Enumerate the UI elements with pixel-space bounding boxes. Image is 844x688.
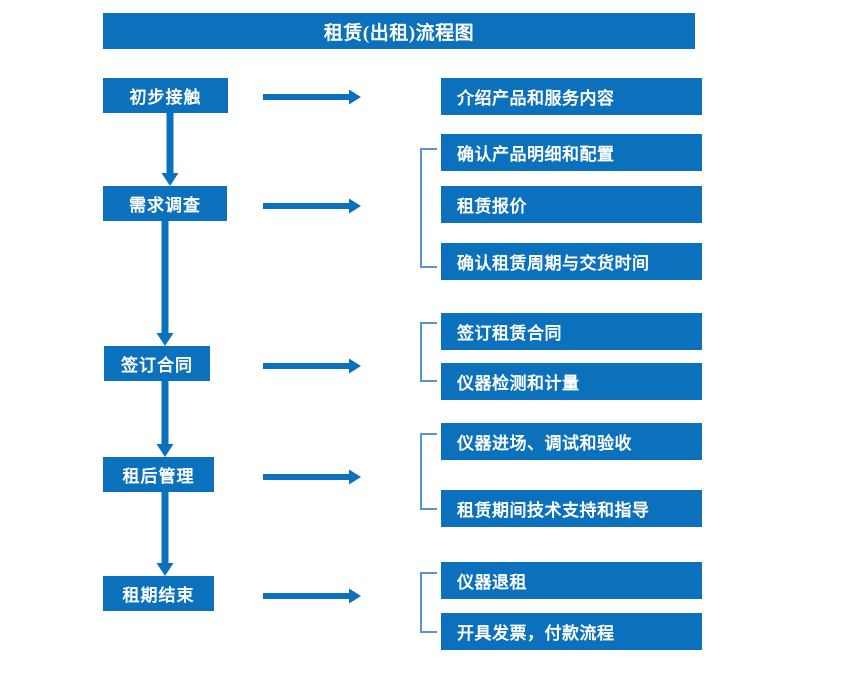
down-arrow-icon-2 (155, 221, 175, 346)
right-arrow-icon-2 (263, 197, 361, 215)
group-bracket-4 (420, 572, 438, 633)
stage-box-1[interactable]: 初步接触 (103, 78, 228, 113)
down-arrow-icon-3 (155, 381, 175, 457)
right-arrow-icon-1 (263, 88, 361, 106)
detail-box-6[interactable]: 仪器检测和计量 (441, 363, 702, 400)
right-arrow-icon-3 (263, 357, 361, 375)
group-bracket-2 (420, 322, 438, 382)
detail-box-2[interactable]: 确认产品明细和配置 (441, 134, 702, 171)
right-arrow-icon-5 (263, 587, 361, 605)
stage-box-2[interactable]: 需求调查 (103, 186, 227, 221)
detail-box-7[interactable]: 仪器进场、调试和验收 (441, 423, 702, 460)
group-bracket-3 (420, 433, 438, 510)
detail-box-4[interactable]: 确认租赁周期与交货时间 (441, 243, 702, 280)
detail-box-9[interactable]: 仪器退租 (441, 562, 702, 599)
stage-box-4[interactable]: 租后管理 (103, 457, 214, 492)
down-arrow-icon-1 (160, 113, 180, 186)
detail-box-10[interactable]: 开具发票，付款流程 (441, 613, 702, 650)
stage-box-3[interactable]: 签订合同 (104, 346, 210, 381)
detail-box-8[interactable]: 租赁期间技术支持和指导 (441, 490, 702, 527)
detail-box-3[interactable]: 租赁报价 (441, 186, 702, 223)
down-arrow-icon-4 (155, 492, 175, 576)
detail-box-5[interactable]: 签订租赁合同 (441, 313, 702, 350)
right-arrow-icon-4 (263, 468, 361, 486)
flowchart-title-bar: 租赁(出租)流程图 (103, 13, 695, 49)
stage-box-5[interactable]: 租期结束 (103, 576, 214, 611)
detail-box-1[interactable]: 介绍产品和服务内容 (441, 78, 702, 115)
group-bracket-1 (420, 148, 438, 268)
